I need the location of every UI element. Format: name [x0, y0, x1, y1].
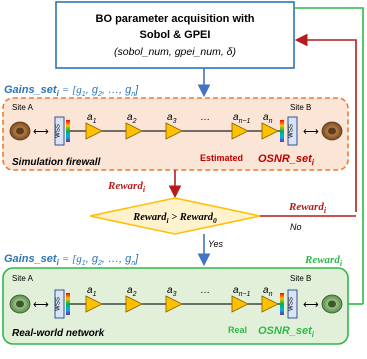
sim-spectrum-bar-b	[280, 120, 284, 142]
decision-diamond: Rewardi > Reward0	[89, 197, 261, 235]
sim-osnr: OSNR_seti	[258, 153, 315, 167]
svg-text:WSS: WSS	[289, 124, 295, 138]
decision-text: Rewardi > Reward0	[132, 212, 217, 225]
real-osnr: OSNR_seti	[258, 325, 315, 339]
svg-text:WSS: WSS	[56, 124, 62, 138]
sim-bidir-arrow-a: ⟷	[33, 126, 49, 138]
gains-set-name: Gains_set	[4, 84, 58, 96]
sim-spool-b-icon	[321, 121, 343, 141]
real-amplifiers: a1 a2 a3 an−1 an …	[85, 285, 279, 313]
real-spool-b-icon	[321, 294, 343, 314]
sim-amplifier-1	[85, 122, 103, 140]
real-spectrum-bar-b	[280, 293, 284, 315]
real-amp-label-1: a1	[87, 285, 97, 298]
real-spectrum-bar-a	[66, 293, 70, 315]
real-amp-label-3: a3	[167, 285, 177, 298]
real-spool-a-icon	[9, 294, 31, 314]
real-site-b: Site B	[290, 274, 311, 283]
sim-site-b: Site B	[290, 103, 311, 112]
sim-wss-b: WSS	[287, 116, 298, 146]
gains-set-label-2: Gains_seti= [g1, g2, …, gn]	[4, 253, 139, 267]
real-real-label: Real	[228, 325, 247, 335]
real-wss-a: WSS	[54, 289, 65, 319]
sim-amp-label-3: a3	[167, 112, 177, 125]
real-wss-b: WSS	[287, 289, 298, 319]
reward-label-2: Rewardi	[288, 201, 327, 215]
no-label: No	[290, 222, 302, 232]
real-amplifier-2	[125, 295, 143, 313]
sim-amp-label-1: a1	[87, 112, 97, 125]
real-caption: Real-world network	[12, 328, 105, 339]
sim-amplifiers: a1 a2 a3 an−1 an …	[85, 112, 279, 140]
sim-caption: Simulation firewall	[12, 157, 101, 168]
svg-text:WSS: WSS	[56, 297, 62, 311]
simulation-firewall-box: Site A Site B ⟷ ⟷ WSS WSS a1 a2 a3 an−1 an …	[2, 97, 349, 171]
sim-amplifier-5	[261, 122, 279, 140]
gains-set-label-1: Gains_seti= [g1, g2, …, gn]	[4, 84, 139, 98]
sim-amp-label-2: a2	[127, 112, 137, 125]
sim-amp-label-4: an−1	[233, 112, 251, 125]
svg-text:Gains_seti= [g1, g2, …, gn]: Gains_seti= [g1, g2, …, gn]	[4, 253, 139, 267]
real-amp-label-5: an	[263, 285, 273, 298]
reward-label-1: Rewardi	[107, 180, 146, 194]
sim-wss-a: WSS	[54, 116, 65, 146]
bo-acquisition-box: BO parameter acquisition with Sobol & GP…	[55, 1, 295, 69]
sim-amplifier-4	[231, 122, 249, 140]
real-amplifier-5	[261, 295, 279, 313]
real-bidir-arrow-b: ⟷	[303, 299, 319, 311]
sim-spool-a-icon	[9, 121, 31, 141]
sim-estimated: Estimated	[200, 153, 243, 163]
sim-site-a: Site A	[12, 103, 34, 112]
real-amp-ellipsis: …	[200, 285, 210, 296]
real-amplifier-3	[165, 295, 183, 313]
bo-title-line1: BO parameter acquisition with	[96, 13, 255, 25]
real-site-a: Site A	[12, 274, 34, 283]
sim-amplifier-2	[125, 122, 143, 140]
sim-bidir-arrow-b: ⟷	[303, 126, 319, 138]
svg-text:WSS: WSS	[289, 297, 295, 311]
green-feedback-line	[294, 7, 364, 304]
real-amplifier-4	[231, 295, 249, 313]
real-bidir-arrow-a: ⟷	[33, 299, 49, 311]
sim-amp-ellipsis: …	[200, 112, 210, 123]
sim-amp-label-5: an	[263, 112, 273, 125]
yes-label: Yes	[208, 239, 224, 249]
sim-spectrum-bar-a	[66, 120, 70, 142]
sim-amplifier-3	[165, 122, 183, 140]
red-feedback-arrow	[294, 33, 357, 212]
svg-text:Gains_seti= [g1, g2, …, gn]: Gains_seti= [g1, g2, …, gn]	[4, 84, 139, 98]
bo-params: (sobol_num, gpei_num, δ)	[114, 46, 236, 58]
reward-label-green: Rewardi	[304, 254, 343, 268]
real-amplifier-1	[85, 295, 103, 313]
bo-title-line2: Sobol & GPEI	[140, 29, 211, 41]
gains-set-sub: i	[57, 89, 60, 98]
real-amp-label-2: a2	[127, 285, 137, 298]
real-amp-label-4: an−1	[233, 285, 251, 298]
